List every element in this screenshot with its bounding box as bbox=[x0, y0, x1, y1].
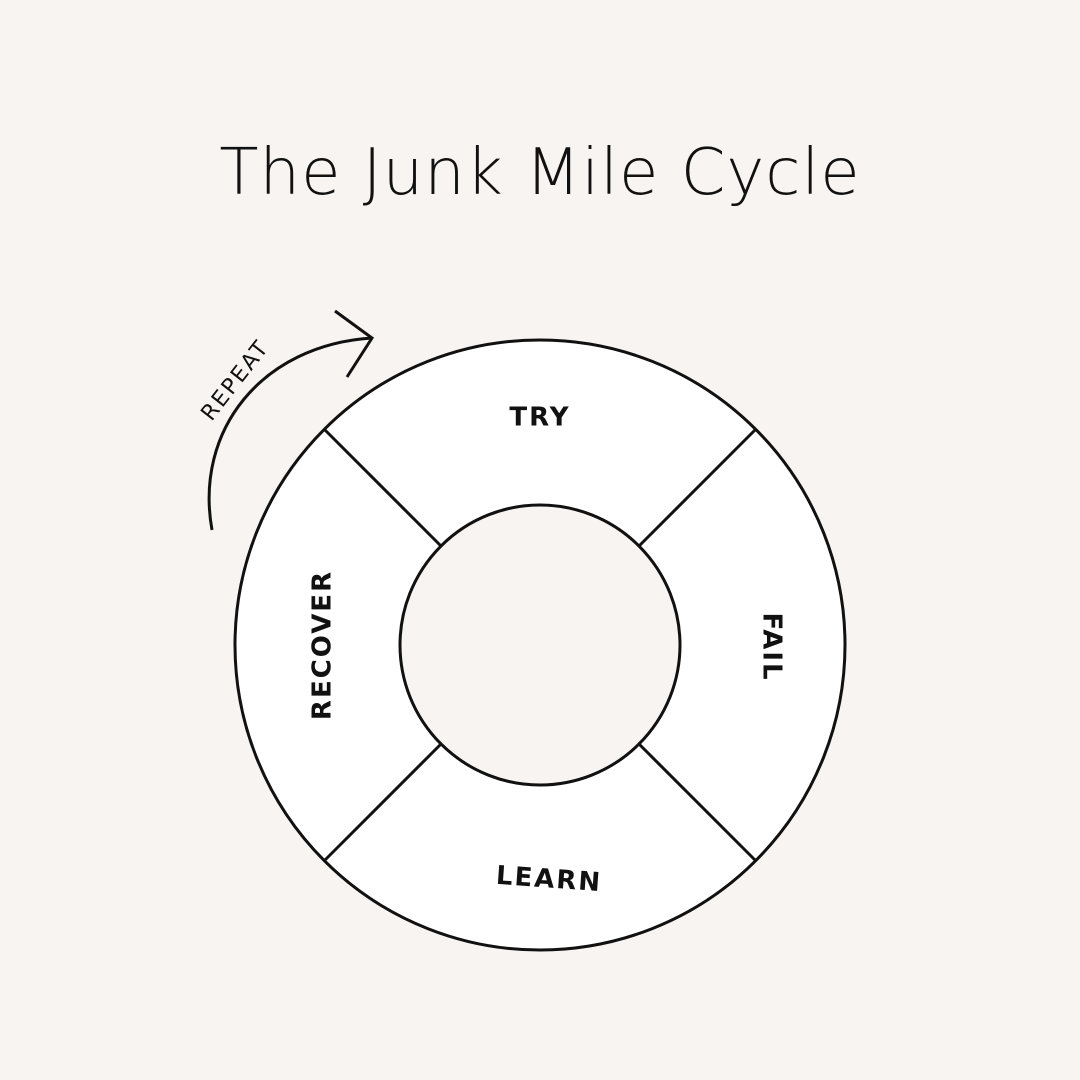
repeat-arrow-head-icon bbox=[334, 309, 375, 378]
segment-label-recover: RECOVER bbox=[308, 570, 338, 720]
repeat-arrow-arc bbox=[207, 336, 373, 531]
divider-bottom-left bbox=[322, 742, 443, 863]
segment-label-fail: FAIL bbox=[757, 612, 787, 681]
divider-top-left bbox=[322, 427, 443, 548]
divider-top-right bbox=[637, 427, 758, 548]
segment-label-try: TRY bbox=[509, 403, 570, 433]
divider-bottom-right bbox=[637, 742, 758, 863]
segment-label-learn: LEARN bbox=[495, 861, 603, 898]
outer-ring-outline bbox=[233, 338, 847, 952]
inner-ring-outline bbox=[398, 503, 682, 787]
page-title: The Junk Mile Cycle bbox=[219, 136, 861, 210]
